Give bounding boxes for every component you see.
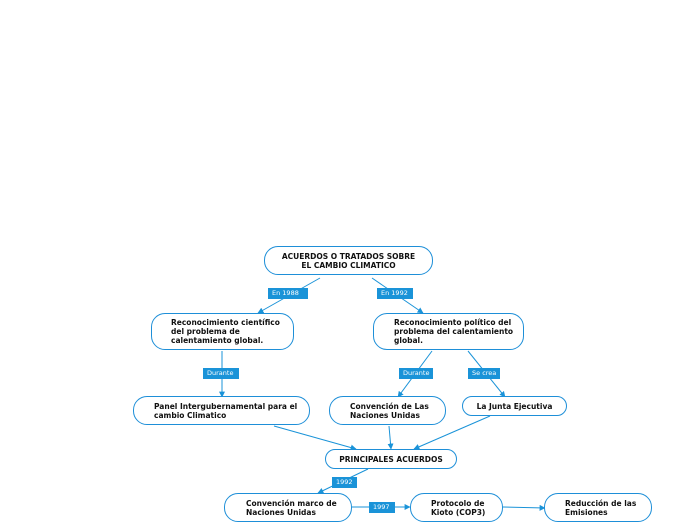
link-label-en-1988: En 1988	[268, 288, 308, 299]
node-scientific[interactable]: Reconocimiento científico del problema d…	[151, 313, 294, 350]
link-label-1992: 1992	[332, 477, 357, 488]
node-main-label: PRINCIPALES ACUERDOS	[339, 454, 443, 464]
link-label-durante-left: Durante	[203, 368, 239, 379]
node-kyoto[interactable]: Protocolo de Kioto (COP3)	[410, 493, 503, 522]
connector-board-main	[413, 415, 491, 450]
node-kyoto-label: Protocolo de Kioto (COP3)	[431, 498, 486, 517]
node-reduction-label: Reducción de las Emisiones	[565, 498, 637, 517]
node-political-label: Reconocimiento político del problema del…	[394, 318, 514, 345]
link-label-1997: 1997	[369, 502, 395, 513]
link-label-en-1992: En 1992	[377, 288, 413, 299]
node-board-label: La Junta Ejecutiva	[476, 401, 553, 411]
node-reduction[interactable]: Reducción de las Emisiones	[544, 493, 652, 522]
link-label-durante-right: Durante	[399, 368, 433, 379]
connector-panel-main	[273, 425, 357, 451]
node-board[interactable]: La Junta Ejecutiva	[462, 396, 567, 416]
node-convention-label: Convención de Las Naciones Unidas	[350, 401, 429, 420]
link-label-se-crea: Se crea	[468, 368, 500, 379]
node-root[interactable]: ACUERDOS O TRATADOS SOBRE EL CAMBIO CLIM…	[264, 246, 433, 275]
node-framework[interactable]: Convención marco de Naciones Unidas	[224, 493, 352, 522]
node-scientific-label: Reconocimiento científico del problema d…	[171, 318, 280, 345]
node-root-label: ACUERDOS O TRATADOS SOBRE EL CAMBIO CLIM…	[281, 251, 416, 270]
connector-kyoto-reduction	[502, 504, 546, 511]
connector-convention-main	[387, 425, 394, 450]
node-convention[interactable]: Convención de Las Naciones Unidas	[329, 396, 446, 425]
node-framework-label: Convención marco de Naciones Unidas	[246, 498, 337, 517]
node-political[interactable]: Reconocimiento político del problema del…	[373, 313, 524, 350]
node-panel[interactable]: Panel Intergubernamental para el cambio …	[133, 396, 310, 425]
node-main[interactable]: PRINCIPALES ACUERDOS	[325, 449, 457, 469]
node-panel-label: Panel Intergubernamental para el cambio …	[154, 401, 298, 420]
